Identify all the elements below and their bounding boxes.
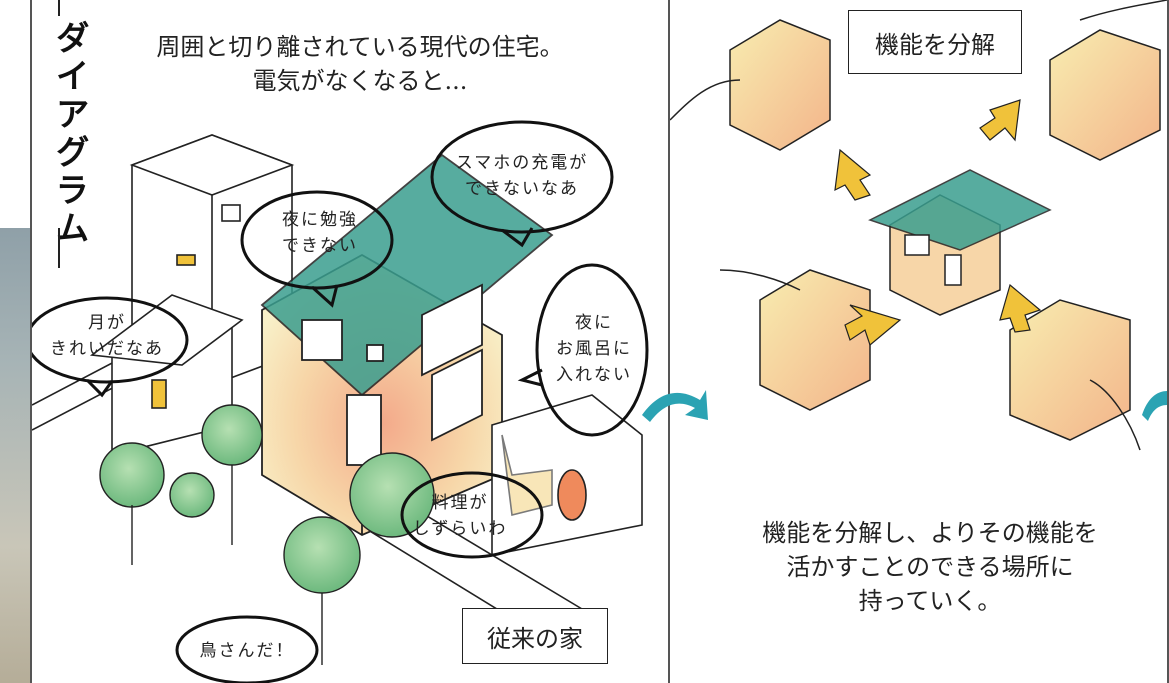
bubble-bird: 鳥さんだ！ [199, 641, 295, 661]
caption-line-3: 持っていく。 [858, 587, 1002, 615]
left-panel-heading: 周囲と切り離されている現代の住宅。 電気がなくなると... [90, 30, 630, 98]
speech-bubbles [32, 120, 649, 683]
bubble-study: 夜に勉強 できない [262, 207, 378, 259]
decomposed-house-illustration [670, 0, 1167, 451]
conventional-house-illustration [32, 120, 649, 683]
bubble-phone-line-2: できないなあ [465, 179, 579, 199]
teal-arrow-right [642, 390, 708, 422]
caption-line-2: 活かすことのできる場所に [786, 553, 1074, 581]
bubble-moon-line-2: きれいだなあ [50, 339, 164, 359]
conventional-house-label: 従来の家 [462, 608, 608, 664]
left-panel-border-left [30, 0, 32, 683]
small-house-right [491, 394, 643, 556]
room-bottom-left [759, 269, 871, 411]
bubble-moon: 月が きれいだなあ [40, 310, 174, 362]
caption-line-1: 機能を分解し、よりその機能を [762, 519, 1098, 547]
side-title-area: ダイアグラム [35, 0, 90, 683]
heading-line-2: 電気がなくなると... [252, 67, 468, 95]
heading-line-1: 周囲と切り離されている現代の住宅。 [156, 33, 564, 61]
left-panel-border-right [668, 0, 670, 683]
yellow-arrows [834, 99, 1042, 347]
title-rule-top [58, 0, 60, 16]
right-panel-caption: 機能を分解し、よりその機能を 活かすことのできる場所に 持っていく。 [700, 516, 1160, 618]
room-bottom-right [1009, 299, 1131, 441]
hand-top-left [670, 79, 741, 121]
background-photo [0, 228, 30, 683]
teal-arrow-edge [1142, 391, 1167, 421]
bubble-bath-line-2: お風呂に [556, 339, 632, 359]
decompose-function-label: 機能を分解 [848, 10, 1022, 74]
hand-bottom-left [719, 269, 801, 291]
title-rule-bottom [58, 228, 60, 268]
bubble-cook-line-1: 料理が [431, 493, 489, 513]
trees [99, 404, 435, 665]
bubble-moon-line-1: 月が [88, 313, 126, 333]
bubble-phone: スマホの充電が できないなあ [440, 150, 604, 202]
bubble-cook: 料理が しずらいわ [400, 490, 520, 542]
main-house [260, 153, 554, 537]
bubble-study-line-2: できない [282, 236, 358, 256]
hand-bottom-right [1089, 379, 1141, 451]
center-house-roof [868, 169, 1052, 251]
bubble-bath-line-3: 入れない [556, 365, 632, 385]
room-top-left [729, 19, 831, 151]
right-panel-border [1167, 0, 1169, 683]
hand-top-right [1079, 0, 1167, 21]
side-title: ダイアグラム [49, 20, 89, 248]
bubble-cook-line-2: しずらいわ [412, 519, 508, 539]
room-top-right [1049, 29, 1161, 161]
bubble-bath-line-1: 夜に [575, 313, 613, 333]
bubble-phone-line-1: スマホの充電が [455, 153, 589, 173]
bubble-bath: 夜に お風呂に 入れない [544, 310, 644, 388]
bubble-study-line-1: 夜に勉強 [282, 210, 358, 230]
